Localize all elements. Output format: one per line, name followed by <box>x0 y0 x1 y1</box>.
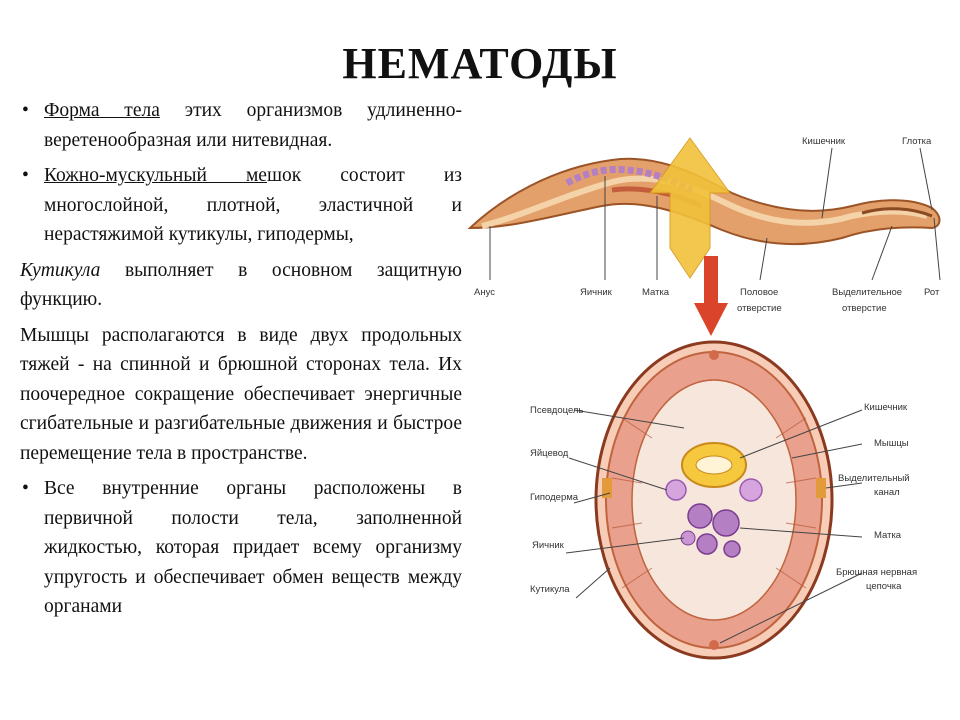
page-title: НЕМАТОДЫ <box>342 39 618 88</box>
cuticle-text: выполняет в основном защитную функцию. <box>20 259 462 311</box>
intestine-lumen <box>695 455 733 475</box>
label-cuticle: Кутикула <box>530 584 570 595</box>
right-excretory-canal <box>816 478 826 498</box>
uterus-egg-1 <box>687 503 713 529</box>
paragraph-skin-muscle-sac: • Кожно-мускульный мешок состоит из много… <box>20 161 462 250</box>
uterus-egg-2 <box>712 509 740 537</box>
down-arrow <box>694 256 728 336</box>
worm-label-lines <box>489 147 941 281</box>
nematode-cross-section <box>594 340 834 660</box>
label-hypodermis: Гиподерма <box>530 492 579 503</box>
pseudocoel <box>631 379 797 621</box>
label-mouth: Рот <box>924 287 940 298</box>
paragraph-cuticle: Кутикула выполняет в основном защитную ф… <box>20 256 462 315</box>
label-uterus: Матка <box>642 287 670 298</box>
section-label-lines <box>565 409 863 644</box>
bullet: • <box>22 165 29 186</box>
label-anus: Анус <box>474 287 495 298</box>
label-excretory-canal: Выделительный <box>838 473 910 484</box>
label-pharynx: Глотка <box>902 136 932 147</box>
label-section-intestine: Кишечник <box>864 402 908 413</box>
section-plane-arrow <box>649 137 731 279</box>
label-muscles: Мышцы <box>874 438 909 449</box>
paragraph-internal-organs: • Все внутренние органы расположены в пер… <box>20 474 462 622</box>
label-excretory-pore: Выделительное <box>832 287 902 298</box>
internal-organs-text: Все внутренние органы расположены в перв… <box>44 478 462 617</box>
ventral-nerve-cord <box>709 640 719 650</box>
label-genital-pore: Половое <box>740 287 778 298</box>
label-oviduct: Яйцевод <box>530 448 569 459</box>
label-ovary: Яичник <box>580 287 613 298</box>
uterus-egg-3 <box>696 533 718 555</box>
label-pseudocoel: Псевдоцель <box>530 405 583 416</box>
label-excretory-canal-2: канал <box>874 487 900 498</box>
label-excretory-pore-2: отверстие <box>842 303 887 314</box>
muscle-fibers <box>611 417 817 589</box>
body-shape-text: этих организмов удлиненно-веретенообразн… <box>44 100 462 151</box>
paragraph-body-shape: • Форма тела этих организмов удлиненно-ве… <box>20 96 462 155</box>
bullet: • <box>22 478 29 499</box>
text-block: • Форма тела этих организмов удлиненно-ве… <box>20 96 462 628</box>
skin-muscle-sac-term: Кожно-мускульный ме <box>44 165 267 186</box>
label-intestine: Кишечник <box>802 136 846 147</box>
label-nerve-cord: Брюшная нервная <box>836 567 917 578</box>
oviduct-left <box>665 479 687 501</box>
left-excretory-canal <box>602 478 612 498</box>
label-genital-pore-2: отверстие <box>737 303 782 314</box>
skin-muscle-sac-text: шок состоит из многослойной, плотной, эл… <box>44 165 462 245</box>
label-section-ovary: Яичник <box>532 540 565 551</box>
cuticle-term: Кутикула <box>20 259 101 281</box>
nematode-anatomy-figure: Кишечник Глотка Анус Яичник Матка Полово… <box>467 136 941 660</box>
worm-pharynx <box>861 207 933 218</box>
uterus-egg-4 <box>723 540 741 558</box>
dorsal-nerve-cord <box>709 350 719 360</box>
bullet: • <box>22 100 29 121</box>
paragraph-muscles: Мышцы располагаются в виде двух продольн… <box>20 324 462 464</box>
body-shape-term: Форма тела <box>44 100 160 121</box>
label-section-uterus: Матка <box>874 530 902 541</box>
oviduct-right <box>739 478 763 502</box>
label-nerve-cord-2: цепочка <box>866 581 902 592</box>
